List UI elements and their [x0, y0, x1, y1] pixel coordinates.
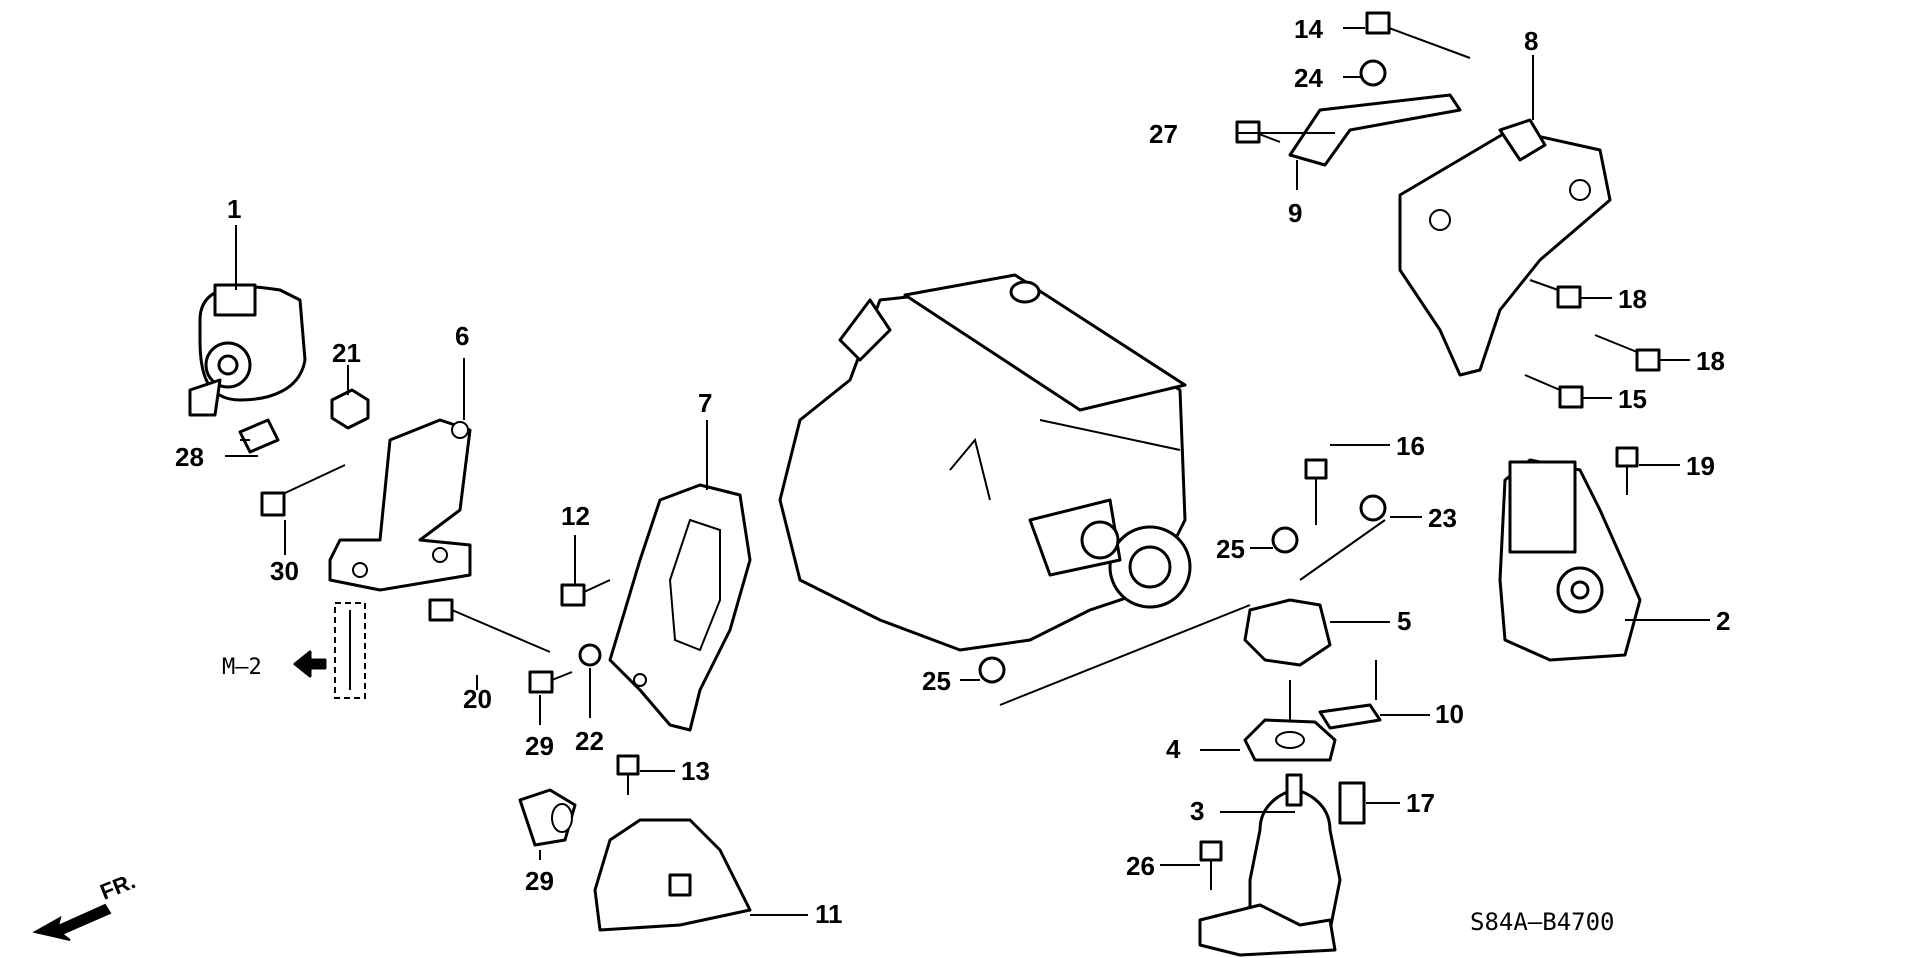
part-7-bracket	[608, 483, 752, 732]
part-1-mount	[188, 283, 307, 417]
callout-11: 11	[815, 899, 843, 929]
callout-24: 24	[1294, 63, 1323, 93]
callout-18b: 18	[1696, 346, 1725, 376]
callout-numbers: 1 2 3 4 5 6 7 8 9 10 11 12 13 14 15 16 1…	[175, 14, 1730, 929]
part-6-bracket	[328, 418, 472, 592]
part-5-mount	[1243, 598, 1332, 667]
callout-20: 20	[463, 684, 492, 714]
callout-14: 14	[1294, 14, 1323, 44]
callout-21: 21	[332, 338, 361, 368]
callout-16: 16	[1396, 431, 1425, 461]
callout-29b: 29	[525, 866, 554, 896]
callout-17: 17	[1406, 788, 1435, 818]
callout-10: 10	[1435, 699, 1464, 729]
callout-23: 23	[1428, 503, 1457, 533]
callout-29a: 29	[525, 731, 554, 761]
part-4-rubber	[1243, 718, 1337, 762]
callout-5: 5	[1397, 606, 1411, 636]
leader-lines	[225, 27, 1710, 916]
callout-25b: 25	[922, 666, 951, 696]
callout-15: 15	[1618, 384, 1647, 414]
callout-18a: 18	[1618, 284, 1647, 314]
callout-28: 28	[175, 442, 204, 472]
callout-26: 26	[1126, 851, 1155, 881]
callout-12: 12	[561, 501, 590, 531]
callout-25a: 25	[1216, 534, 1245, 564]
callout-27: 27	[1149, 119, 1178, 149]
callout-9: 9	[1288, 198, 1302, 228]
part-2-mount	[1498, 458, 1642, 662]
part-9-bracket	[1288, 93, 1462, 167]
front-direction-arrow: FR.	[32, 868, 139, 941]
callout-4: 4	[1166, 734, 1181, 764]
callout-3: 3	[1190, 796, 1204, 826]
callout-30: 30	[270, 556, 299, 586]
part-3-mount	[1198, 773, 1342, 957]
callout-2: 2	[1716, 606, 1730, 636]
engine-block-drawing	[778, 273, 1192, 652]
callout-13: 13	[681, 756, 710, 786]
callout-8: 8	[1524, 26, 1538, 56]
part-29-bushing	[518, 788, 577, 847]
callout-7: 7	[698, 388, 712, 418]
callout-1: 1	[227, 194, 241, 224]
callout-22: 22	[575, 726, 604, 756]
fasteners	[238, 11, 1661, 890]
callout-19: 19	[1686, 451, 1715, 481]
reference-arrow: M–2	[222, 650, 327, 680]
part-8-bracket	[1398, 118, 1612, 377]
reference-label: M–2	[222, 655, 262, 680]
front-label: FR.	[97, 868, 139, 904]
callout-6: 6	[455, 321, 469, 351]
diagram-code: S84A–B4700	[1470, 908, 1615, 936]
part-10-plate	[1318, 703, 1382, 730]
part-21-nut	[330, 388, 370, 430]
part-11-mount	[593, 818, 752, 932]
